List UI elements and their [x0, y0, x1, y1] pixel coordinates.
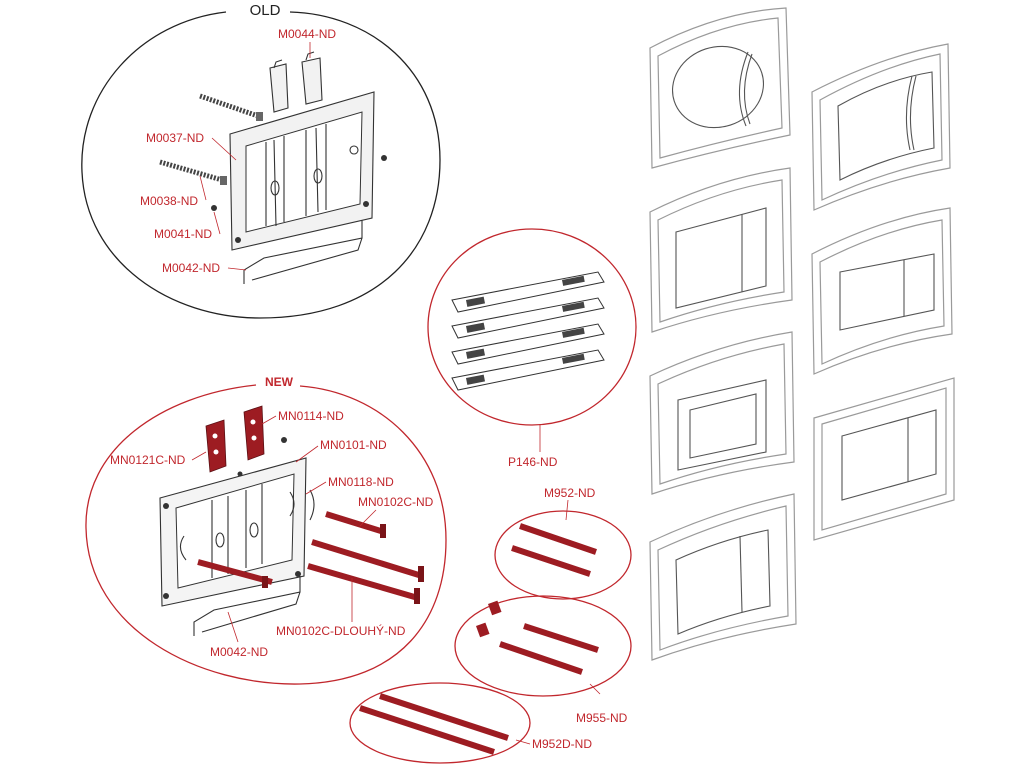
- new-rods-long: [307, 539, 424, 604]
- flush-plate-rect-dual-2: [649, 493, 797, 661]
- old-group: OLD: [81, 2, 441, 319]
- label-mn0102c-dlouhy: MN0102C-DLOUHÝ-ND: [276, 623, 406, 638]
- old-mounting-frame: [229, 91, 375, 251]
- label-m0042-old: M0042-ND: [162, 261, 220, 275]
- m955-coupler-1: [487, 600, 502, 616]
- label-mn0121c: MN0121C-ND: [110, 453, 186, 467]
- old-group-outline: [81, 11, 441, 319]
- new-group-title: NEW: [265, 375, 294, 389]
- flush-plate-oval: [649, 7, 791, 169]
- m952d-outline: [349, 682, 531, 764]
- m952d-rod-2: [359, 705, 495, 755]
- label-mn0114: MN0114-ND: [278, 409, 344, 423]
- label-mn0102c: MN0102C-ND: [358, 495, 434, 509]
- label-mn0118: MN0118-ND: [328, 475, 394, 489]
- new-mounting-frame: [159, 437, 307, 607]
- m952-group: M952-ND: [494, 486, 632, 600]
- label-p146: P146-ND: [508, 455, 558, 469]
- old-wire-stand: [243, 220, 363, 284]
- new-rod-short: [325, 511, 386, 538]
- p146-outline: [427, 228, 637, 426]
- m955-rod-1: [523, 623, 599, 653]
- m952-rod-2: [511, 545, 591, 577]
- flush-plate-single-rect: [649, 331, 795, 495]
- label-m952d: M952D-ND: [532, 737, 592, 751]
- label-mn0101: MN0101-ND: [320, 438, 387, 452]
- m952-outline: [494, 510, 632, 600]
- label-m0041: M0041-ND: [154, 227, 212, 241]
- m952-rod-1: [519, 523, 597, 555]
- m955-outline: [454, 595, 632, 697]
- new-frame-red-bar: [197, 559, 273, 585]
- flush-plate-rect-dual-1: [649, 167, 793, 333]
- new-group-outline: [85, 384, 447, 685]
- flush-plate-square-dual-1: [811, 207, 953, 375]
- p146-group: P146-ND: [427, 228, 637, 469]
- old-small-screws: [211, 155, 387, 211]
- label-m0044: M0044-ND: [278, 27, 336, 41]
- flush-plate-flat-dual: [813, 377, 955, 541]
- old-bracket-pair: [269, 51, 323, 113]
- m955-rod-2: [499, 641, 583, 675]
- label-m0037: M0037-ND: [146, 131, 204, 145]
- label-m0042-new: M0042-ND: [210, 645, 268, 659]
- m955-group: M955-ND: [454, 595, 632, 725]
- old-group-title: OLD: [250, 2, 281, 19]
- label-m952: M952-ND: [544, 486, 596, 500]
- flush-plate-rounded-dual: [811, 43, 951, 211]
- new-group: NEW: [85, 375, 447, 685]
- label-m955: M955-ND: [576, 711, 628, 725]
- label-m0038: M0038-ND: [140, 194, 198, 208]
- new-clip: [309, 489, 315, 521]
- m955-coupler-2: [475, 622, 490, 638]
- new-wire-stand: [193, 576, 301, 636]
- m952d-rod-1: [379, 693, 509, 741]
- flush-plates: [649, 7, 955, 661]
- old-long-screws: [159, 93, 263, 185]
- m952d-group: M952D-ND: [349, 682, 592, 764]
- new-bracket-pair: [205, 405, 265, 473]
